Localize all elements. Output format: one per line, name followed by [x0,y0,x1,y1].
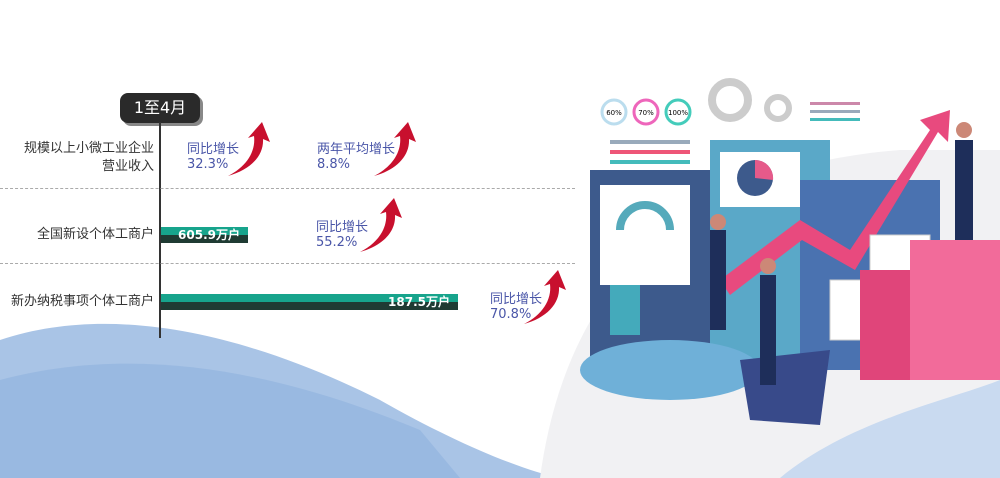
gauge-70: 70% [632,98,660,126]
business-growth-illustration: 60% 70% 100% [580,78,1000,425]
growth-value: 55.2% [316,235,358,250]
growth-label: 两年平均增长 [317,142,396,157]
gear-icon [708,78,792,122]
svg-text:100%: 100% [668,109,688,117]
growth-label: 同比增长 [316,220,369,235]
growth-value: 32.3% [187,157,229,172]
row-label-new-individual-businesses: 全国新设个体工商户 [36,227,154,242]
up-arrow-icon [228,122,270,176]
svg-text:60%: 60% [606,109,622,117]
growth-yoy: 同比增长 32.3% [187,142,239,172]
row-divider [0,263,575,264]
label-line: 营业收入 [101,159,154,174]
axis-line [159,122,161,338]
svg-text:70%: 70% [638,109,654,117]
up-arrow-icon [360,198,402,252]
bar-new-individual-businesses: 605.9万户 [161,227,248,243]
bar-value: 605.9万户 [178,228,240,242]
bar-value: 187.5万户 [388,295,450,309]
period-label: 1至4月 [120,93,200,123]
up-arrow-icon [524,270,566,324]
businessman-figure [610,122,973,385]
growth-yoy: 同比增长 55.2% [316,220,368,250]
growth-two-year-average: 两年平均增长 8.8% [317,142,395,172]
growth-label: 同比增长 [490,292,543,307]
label-line: 规模以上小微工业企业 [23,141,154,156]
row-label-new-tax-individual-businesses: 新办纳税事项个体工商户 [10,294,154,309]
growth-value: 8.8% [317,157,351,172]
gauge-60: 60% [600,98,628,126]
up-arrow-icon [374,122,416,176]
growth-label: 同比增长 [187,142,240,157]
growth-value: 70.8% [490,307,532,322]
row-label-small-micro-industry-revenue: 规模以上小微工业企业 营业收入 [24,140,154,176]
row-divider [0,188,575,189]
growth-yoy: 同比增长 70.8% [490,292,542,322]
gauge-100: 100% [664,98,692,126]
bar-new-tax-individual-businesses: 187.5万户 [161,294,458,310]
